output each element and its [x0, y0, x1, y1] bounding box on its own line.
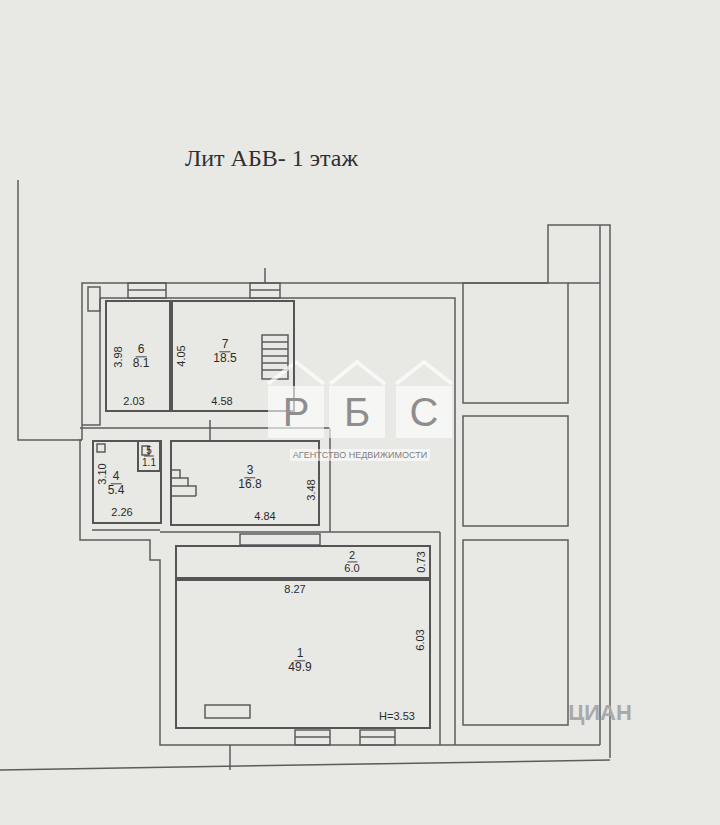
dimension: 2.03: [123, 395, 144, 407]
room-number: 1: [295, 647, 306, 661]
room-area: 1.1: [142, 457, 156, 468]
watermark-letter: Р: [268, 386, 324, 438]
room-label: 149.9: [288, 647, 311, 674]
watermark-text: ЦИАН: [568, 700, 632, 726]
watermark-text: АГЕНТСТВО НЕДВИЖИМОСТИ: [290, 449, 430, 461]
room-number: 6: [136, 343, 147, 357]
dimension: 4.05: [175, 345, 187, 366]
dimension: 3.98: [112, 346, 124, 367]
ceiling-height: H=3.53: [379, 710, 415, 722]
room-area: 8.1: [133, 357, 150, 371]
room-area: 18.5: [213, 352, 236, 366]
room-label: 68.1: [133, 343, 150, 370]
room-area: 6.0: [344, 563, 359, 575]
dimension: 6.03: [414, 629, 426, 650]
dimension: 2.26: [111, 506, 132, 518]
room-label: 45.4: [108, 470, 125, 497]
room-area: 16.8: [238, 478, 261, 492]
room-number: 7: [220, 338, 231, 352]
room-label: 51.1: [142, 445, 156, 468]
room-box: 51.1: [137, 440, 161, 472]
room-box: 26.0: [175, 545, 431, 579]
room-area: 49.9: [288, 661, 311, 675]
dimension: 3.10: [96, 463, 108, 484]
watermark-letter: Б: [329, 386, 385, 438]
room-area: 5.4: [108, 484, 125, 498]
room-number: 2: [347, 549, 357, 562]
dimension: 0.73: [415, 551, 427, 572]
room-number: 3: [245, 464, 256, 478]
dimension: 4.84: [254, 510, 275, 522]
dimension: 3.48: [305, 479, 317, 500]
room-number: 5: [144, 445, 154, 457]
watermark-letter: С: [396, 386, 452, 438]
room-label: 26.0: [344, 549, 359, 574]
dimension: 8.27: [284, 583, 305, 595]
plan-title: Лит АБВ- 1 этаж: [185, 145, 358, 172]
dimension: 4.58: [211, 395, 232, 407]
room-label: 316.8: [238, 464, 261, 491]
room-number: 4: [111, 470, 122, 484]
room-label: 718.5: [213, 338, 236, 365]
room-box: 149.9: [175, 579, 431, 729]
